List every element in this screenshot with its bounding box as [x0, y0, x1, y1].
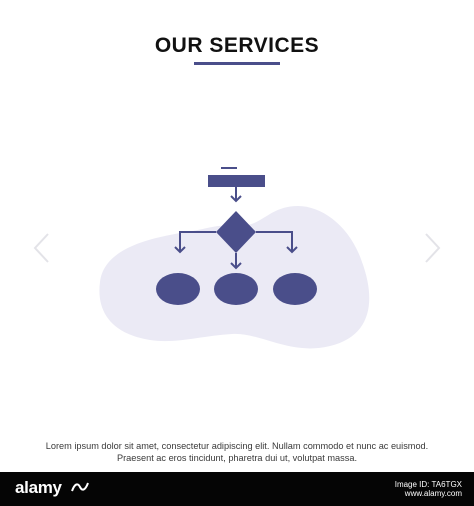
page-title: OUR SERVICES [154, 34, 320, 57]
flowchart-icon [156, 167, 317, 305]
chevron-right-icon[interactable] [422, 232, 442, 264]
footer-bar: alamy Image ID: TA6TGX www.alamy.com [0, 472, 474, 506]
flowchart-node-right [273, 273, 317, 305]
description-text: Lorem ipsum dolor sit amet, consectetur … [0, 440, 474, 464]
alamy-logo[interactable]: alamy [15, 478, 62, 497]
flowchart-start-block [208, 175, 265, 187]
flowchart-node-center [214, 273, 258, 305]
description-line-2: Praesent ac eros tincidunt, pharetra dui… [116, 453, 358, 463]
image-id-block: Image ID: TA6TGX www.alamy.com [395, 480, 462, 498]
site-url: www.alamy.com [404, 489, 462, 498]
flowchart-node-left [156, 273, 200, 305]
image-id-label: Image ID: TA6TGX [394, 480, 462, 489]
chevron-left-icon[interactable] [32, 232, 52, 264]
logo-wave-icon [71, 482, 89, 492]
description-line-1: Lorem ipsum dolor sit amet, consectetur … [45, 441, 429, 451]
service-illustration [99, 167, 370, 349]
flowchart-decision [216, 211, 256, 253]
flowchart-start-bar-top [221, 167, 237, 169]
title-underline [194, 62, 280, 65]
